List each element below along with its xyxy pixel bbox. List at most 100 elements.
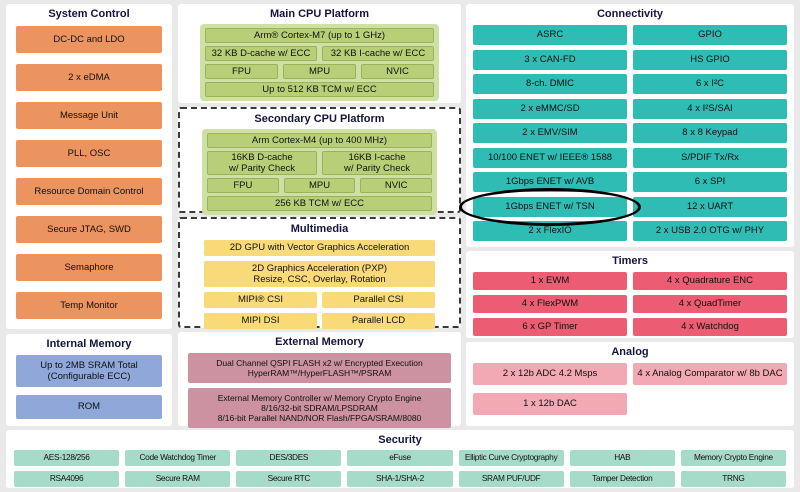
block-parallel-csi: Parallel CSI [322,292,435,308]
block-m4-nvic: NVIC [360,178,433,193]
block-mipi-csi: MIPI® CSI [204,292,317,308]
security-blocks: AES-128/256 Code Watchdog Timer DES/3DES… [6,449,794,488]
block-m7-mpu: MPU [283,64,356,79]
block-m4-icache-line2: w/ Parity Check [344,163,410,174]
block-cortex-m4: Arm Cortex-M4 (up to 400 MHz) [207,133,432,148]
block-quadtimer: 4 x QuadTimer [633,295,787,313]
block-m4-dcache: 16KB D-cache w/ Parity Check [207,151,317,175]
block-dcdc-ldo: DC-DC and LDO [16,26,162,53]
block-sram-puf: SRAM PUF/UDF [458,471,564,487]
block-watchdog: 4 x Watchdog [633,318,787,336]
block-quadrature-enc: 4 x Quadrature ENC [633,272,787,290]
block-m7-nvic: NVIC [361,64,434,79]
block-adc: 2 x 12b ADC 4.2 Msps [473,363,627,385]
block-flexio: 2 x FlexIO [473,221,627,241]
secondary-cpu-container: Arm Cortex-M4 (up to 400 MHz) 16KB D-cac… [202,129,437,215]
block-m4-dcache-line2: w/ Parity Check [229,163,295,174]
block-semaphore: Semaphore [16,254,162,281]
secondary-cpu-core-row: Arm Cortex-M4 (up to 400 MHz) [207,133,432,148]
block-asrc: ASRC [473,25,627,45]
multimedia-display-row: MIPI DSI Parallel LCD [204,313,435,329]
internal-memory-blocks: Up to 2MB SRAM Total (Configurable ECC) … [6,353,172,421]
block-emv-sim: 2 x EMV/SIM [473,123,627,143]
analog-blocks: 2 x 12b ADC 4.2 Msps 4 x Analog Comparat… [466,361,794,417]
security-title: Security [378,434,422,446]
section-system-control: System Control DC-DC and LDO 2 x eDMA Me… [6,4,172,329]
system-control-title: System Control [48,8,130,20]
timers-title: Timers [612,255,648,267]
connectivity-title: Connectivity [596,8,663,20]
section-security: Security AES-128/256 Code Watchdog Timer… [6,430,794,488]
block-keypad: 8 x 8 Keypad [633,123,787,143]
internal-memory-title: Internal Memory [46,338,132,350]
section-external-memory: External Memory Dual Channel QSPI FLASH … [178,332,461,428]
section-multimedia: Multimedia 2D GPU with Vector Graphics A… [178,217,461,331]
block-m4-mpu: MPU [283,178,356,193]
multimedia-title: Multimedia [290,223,349,235]
block-resource-domain-control: Resource Domain Control [16,178,162,205]
block-code-watchdog-timer: Code Watchdog Timer [125,450,231,466]
connectivity-blocks: ASRC GPIO 3 x CAN-FD HS GPIO 8-ch. DMIC … [459,23,794,247]
block-emc-line1: External Memory Controller w/ Memory Cry… [217,392,422,403]
block-hs-gpio: HS GPIO [633,49,787,70]
block-2d-gpu: 2D GPU with Vector Graphics Acceleration [204,240,435,256]
block-m7-tcm: Up to 512 KB TCM w/ ECC [205,82,434,97]
block-pxp-line2: Resize, CSC, Overlay, Rotation [253,274,386,285]
block-analog-comparator: 4 x Analog Comparator w/ 8b DAC [633,363,787,385]
multimedia-blocks: 2D GPU with Vector Graphics Acceleration… [180,238,459,331]
section-main-cpu-platform: Main CPU Platform Arm® Cortex-M7 (up to … [178,4,461,103]
block-qspi-flash: Dual Channel QSPI FLASH x2 w/ Encrypted … [188,353,451,383]
block-i2c: 6 x I²C [633,74,787,94]
block-external-memory-controller: External Memory Controller w/ Memory Cry… [188,388,451,428]
block-emc-line2: 8/16/32-bit SDRAM/LPSDRAM [261,402,378,413]
block-sram: Up to 2MB SRAM Total (Configurable ECC) [16,355,162,387]
block-gp-timer: 6 x GP Timer [473,318,627,336]
system-control-blocks: DC-DC and LDO 2 x eDMA Message Unit PLL,… [6,23,172,327]
section-secondary-cpu-platform: Secondary CPU Platform Arm Cortex-M4 (up… [178,107,461,215]
block-sha: SHA-1/SHA-2 [347,471,453,487]
main-cpu-unit-row: FPU MPU NVIC [205,64,434,79]
block-enet-1588: 10/100 ENET w/ IEEE® 1588 [473,147,627,168]
block-sram-line1: Up to 2MB SRAM Total [40,359,138,371]
block-emmc-sd: 2 x eMMC/SD [473,98,627,119]
block-pxp-line1: 2D Graphics Acceleration (PXP) [251,262,388,274]
block-qspi-line1: Dual Channel QSPI FLASH x2 w/ Encrypted … [216,357,423,368]
main-cpu-tcm-row: Up to 512 KB TCM w/ ECC [205,82,434,97]
block-edma: 2 x eDMA [16,64,162,91]
main-cpu-title: Main CPU Platform [269,8,369,20]
block-m4-icache: 16KB I-cache w/ Parity Check [322,151,432,175]
block-spdif: S/PDIF Tx/Rx [633,147,787,168]
block-hab: HAB [569,450,675,466]
main-cpu-core-row: Arm® Cortex-M7 (up to 1 GHz) [205,28,434,43]
multimedia-csi-row: MIPI® CSI Parallel CSI [204,292,435,308]
block-m4-icache-line1: 16KB I-cache [348,151,406,163]
block-des-3des: DES/3DES [236,450,342,466]
secondary-cpu-cache-row: 16KB D-cache w/ Parity Check 16KB I-cach… [207,151,432,175]
block-memory-crypto-engine: Memory Crypto Engine [680,450,786,466]
block-efuse: eFuse [347,450,453,466]
block-spi: 6 x SPI [633,172,787,192]
block-pll-osc: PLL, OSC [16,140,162,167]
block-secure-rtc: Secure RTC [236,471,342,487]
block-can-fd: 3 x CAN-FD [473,49,627,70]
block-ewm: 1 x EWM [473,272,627,290]
block-parallel-lcd: Parallel LCD [322,313,435,329]
block-rsa4096: RSA4096 [14,471,120,487]
block-message-unit: Message Unit [16,102,162,129]
block-pxp: 2D Graphics Acceleration (PXP) Resize, C… [204,261,435,287]
block-cortex-m7: Arm® Cortex-M7 (up to 1 GHz) [205,28,434,43]
block-secure-jtag-swd: Secure JTAG, SWD [16,216,162,243]
block-sram-line2: (Configurable ECC) [47,371,131,382]
block-m4-fpu: FPU [207,178,279,193]
block-m4-tcm: 256 KB TCM w/ ECC [207,196,432,211]
secondary-cpu-unit-row: FPU MPU NVIC [207,178,433,193]
main-cpu-cache-row: 32 KB D-cache w/ ECC 32 KB I-cache w/ EC… [205,46,434,61]
section-connectivity: Connectivity ASRC GPIO 3 x CAN-FD HS GPI… [459,4,794,247]
secondary-cpu-tcm-row: 256 KB TCM w/ ECC [207,196,432,211]
block-m4-dcache-line1: 16KB D-cache [231,151,293,163]
block-qspi-line2: HyperRAM™/HyperFLASH™/PSRAM [247,368,392,378]
block-uart: 12 x UART [633,196,787,217]
block-tamper-detection-label: Tamper Detection [592,473,653,484]
block-m7-dcache: 32 KB D-cache w/ ECC [205,46,317,61]
